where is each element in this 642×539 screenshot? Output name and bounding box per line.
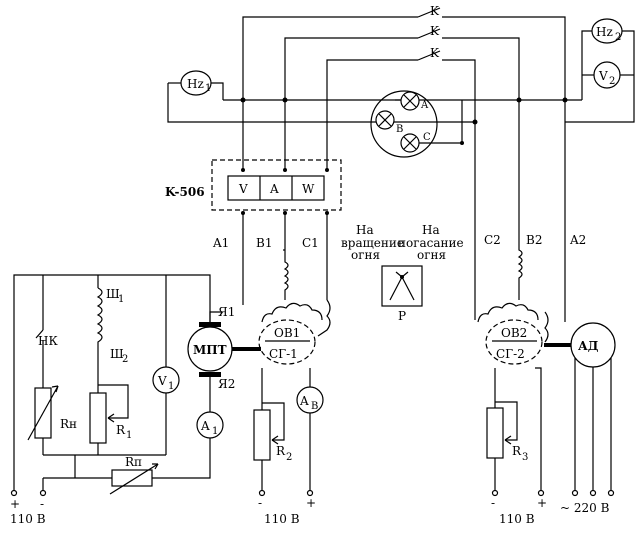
na-right: На xyxy=(422,223,440,237)
v110-left-label: 110 В xyxy=(10,512,46,526)
dc-machine-mpt: МПТ Я1 Я2 xyxy=(187,305,261,391)
sh2-label: Ш xyxy=(110,347,124,361)
ya1-label: Я1 xyxy=(218,305,235,319)
r3-subscript: 3 xyxy=(522,452,528,463)
k506-kit: K-506 V A W xyxy=(165,159,342,215)
v1-subscript: 1 xyxy=(168,381,174,392)
sync-lamps: A B C xyxy=(370,90,464,158)
v220-label: ~ 220 В xyxy=(560,501,610,515)
mid-minus: - xyxy=(258,496,262,510)
pogasanie-label: погасание xyxy=(398,236,464,250)
top-bus-wiring xyxy=(242,16,566,170)
ov1-label: ОВ1 xyxy=(274,326,300,340)
mpt-label: МПТ xyxy=(193,343,227,357)
p-label: P xyxy=(398,309,406,323)
k-mid-label: K xyxy=(430,24,440,38)
phase-a2-label: A2 xyxy=(569,233,586,247)
ognya-right: огня xyxy=(417,248,446,262)
left-plus: + xyxy=(10,497,20,511)
k506-label: K-506 xyxy=(165,185,205,199)
vrashenie-label: вращение xyxy=(341,236,404,250)
contactor-k-bot: K xyxy=(417,46,441,61)
ognya-left: огня xyxy=(351,248,380,262)
lamp-c-label: C xyxy=(423,132,431,143)
phase-b1-label: B1 xyxy=(256,236,272,250)
v110-right-label: 110 В xyxy=(499,512,535,526)
phase-c1-label: C1 xyxy=(302,236,319,250)
left-minus: - xyxy=(40,497,44,511)
hz1-text: Hz xyxy=(187,77,204,91)
k-top-label: K xyxy=(430,4,440,18)
a1-meter-text: A xyxy=(200,419,210,433)
sh1-label: Ш xyxy=(106,287,120,301)
v110-mid-label: 110 В xyxy=(264,512,300,526)
ab-meter-subscript: В xyxy=(311,401,318,412)
sg2-plus: + xyxy=(537,496,547,510)
a1-meter-subscript: 1 xyxy=(212,426,218,437)
generator-sg1: ОВ1 СГ-1 xyxy=(242,250,331,365)
lamp-b-label: B xyxy=(396,124,403,135)
v2-text: V xyxy=(598,69,608,83)
ov2-label: ОВ2 xyxy=(501,326,527,340)
sg2-excitation: R 3 - + 110 В xyxy=(486,367,547,526)
voltmeter-v2: V 2 xyxy=(582,61,634,89)
sh2-subscript: 2 xyxy=(122,354,128,365)
dc-motor-circuit: НК Rн Ш 1 Ш 2 R 1 V 1 A 1 xyxy=(10,274,224,526)
v1-text: V xyxy=(157,374,167,388)
sg2-minus: - xyxy=(491,496,495,510)
lamp-a-label: A xyxy=(420,100,429,111)
rn-left-label: Rн xyxy=(60,417,77,431)
k506-wattmeter: W xyxy=(302,182,315,196)
k-bot-label: K xyxy=(430,46,440,60)
r1-label: R xyxy=(116,423,126,437)
phase-a1-label: A1 xyxy=(212,236,229,250)
sg1-label: СГ-1 xyxy=(269,347,298,361)
sg1-excitation: R 2 A В - + 110 В xyxy=(253,368,324,526)
v2-subscript: 2 xyxy=(609,76,615,87)
r3-label: R xyxy=(512,444,522,458)
sh1-subscript: 1 xyxy=(118,294,124,305)
phase-b2-label: B2 xyxy=(526,233,542,247)
rotation-indicator: На На вращение погасание огня огня P xyxy=(341,223,464,323)
contactor-k-mid: K xyxy=(417,24,441,39)
mid-plus: + xyxy=(306,496,316,510)
k506-voltmeter: V xyxy=(238,182,248,196)
hz1-subscript: 1 xyxy=(205,83,211,94)
ad-label: АД xyxy=(578,339,599,353)
nk-label: НК xyxy=(38,334,58,348)
generator-sg2: ОВ2 СГ-2 xyxy=(474,160,566,365)
na-left: На xyxy=(356,223,374,237)
frequency-meter-hz1: Hz 1 xyxy=(167,70,475,123)
contactor-k-top: K xyxy=(417,4,441,18)
sg2-label: СГ-2 xyxy=(496,347,525,361)
r2-subscript: 2 xyxy=(286,452,292,463)
hz2-text: Hz xyxy=(596,25,613,39)
hz2-subscript: 2 xyxy=(615,32,621,43)
r1-subscript: 1 xyxy=(126,430,132,441)
rp-label: Rп xyxy=(125,455,142,469)
ab-meter-text: A xyxy=(299,394,309,408)
induction-motor-ad: АД ~ 220 В xyxy=(544,322,616,515)
k506-ammeter: A xyxy=(269,182,279,196)
frequency-meter-hz2: Hz 2 xyxy=(565,18,635,123)
r2-label: R xyxy=(276,444,286,458)
ya2-label: Я2 xyxy=(218,377,235,391)
phase-c2-label: C2 xyxy=(484,233,501,247)
